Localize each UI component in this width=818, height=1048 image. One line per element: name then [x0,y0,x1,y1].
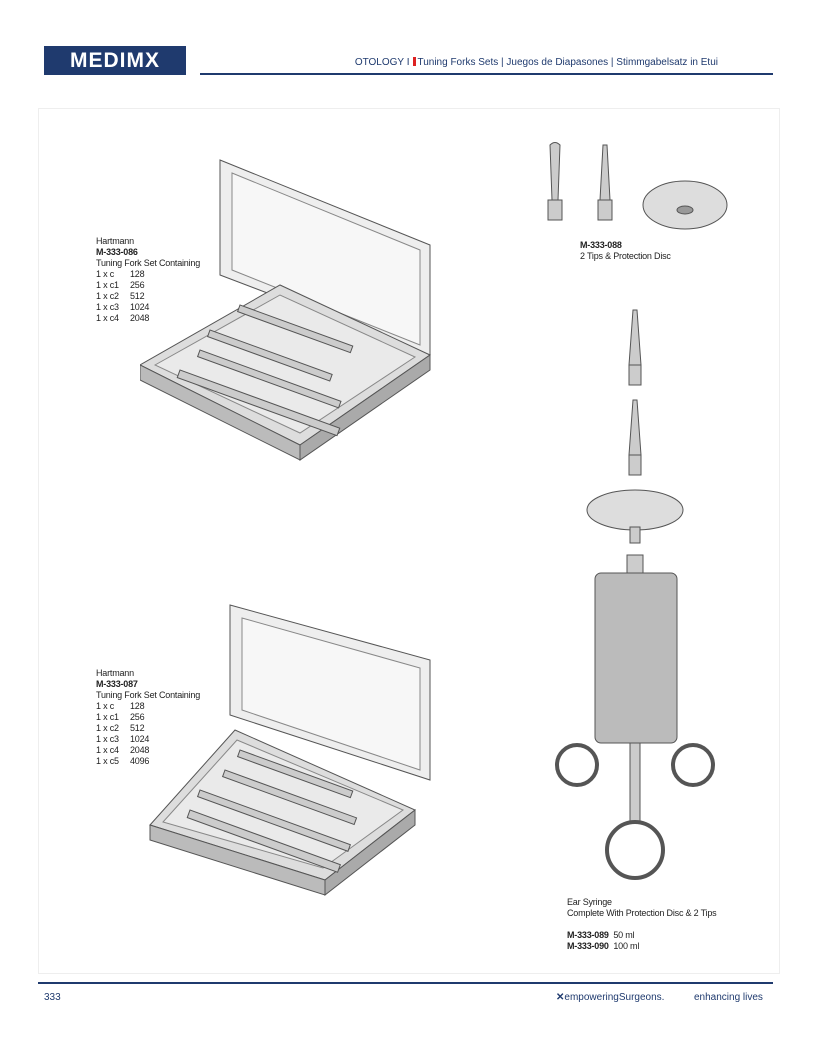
variant-row: M-333-090 100 ml [567,941,640,951]
red-marker-icon [413,57,417,66]
product-name: Ear Syringe [567,897,612,907]
content-panel [38,108,780,974]
page-title: Tuning Forks Sets | Juegos de Diapasones… [417,57,718,68]
product-086-info: Hartmann M-333-086 Tuning Fork Set Conta… [96,236,200,324]
footer-divider [38,982,773,984]
footer-tagline: enhancing lives [694,992,763,1003]
description: Tuning Fork Set Containing [96,690,201,700]
page-number: 333 [44,992,61,1003]
separator: I [406,57,410,68]
maker: Hartmann [96,668,134,678]
product-code: M-333-086 [96,247,138,257]
tips-info: M-333-088 2 Tips & Protection Disc [580,240,671,262]
tuning-fork-case-087-image [149,604,431,897]
product-code: M-333-087 [96,679,138,689]
tuning-fork-case-086-image [140,159,432,461]
header-title: OTOLOGY I Tuning Forks Sets | Juegos de D… [355,57,718,68]
description: 2 Tips & Protection Disc [580,251,671,261]
ear-syringe-info: Ear Syringe Complete With Protection Dis… [567,897,717,952]
footer-slogan: ✕empoweringSurgeons. [556,992,665,1003]
variant-row: M-333-089 50 ml [567,930,635,940]
description: Complete With Protection Disc & 2 Tips [567,908,717,918]
section-label: OTOLOGY [354,57,404,68]
maker: Hartmann [96,236,134,246]
product-087-info: Hartmann M-333-087 Tuning Fork Set Conta… [96,668,200,767]
medimx-logo: MEDIMX [44,46,186,75]
description: Tuning Fork Set Containing [96,258,201,268]
medimx-mark-icon: ✕ [556,992,565,1003]
product-code: M-333-088 [580,240,622,250]
tips-and-disc-image [547,142,728,230]
header-divider [200,73,773,75]
ear-syringe-image [555,309,715,880]
